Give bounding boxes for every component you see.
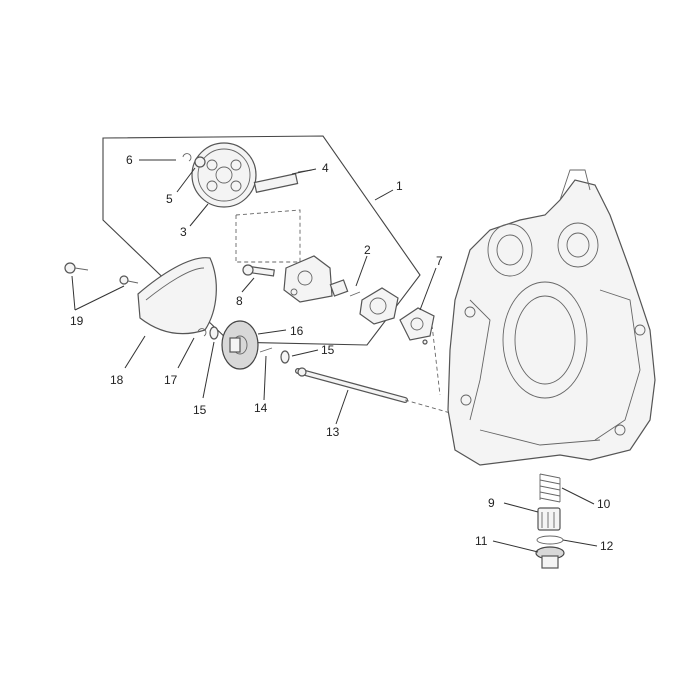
pump-pin: [349, 291, 361, 297]
callout-15-upper: 15: [321, 343, 335, 357]
leader-line: [71, 275, 76, 311]
o-ring: [536, 535, 564, 545]
crankcase-half: [447, 169, 656, 466]
callout-2: 2: [364, 243, 371, 257]
callout-8: 8: [236, 294, 243, 308]
washer: [194, 156, 206, 168]
callout-13: 13: [326, 425, 340, 439]
leader-line: [202, 341, 215, 399]
callout-12: 12: [600, 539, 614, 553]
leader-line: [241, 277, 255, 293]
gasket-plate: [399, 307, 435, 345]
callout-4: 4: [322, 161, 329, 175]
pump-rotor: [329, 279, 349, 297]
callout-19: 19: [70, 314, 84, 328]
main-shaft: [295, 367, 408, 403]
pump-cover: [359, 287, 399, 325]
drive-gear: [221, 320, 259, 370]
leader-line: [561, 487, 595, 505]
callout-3: 3: [180, 225, 187, 239]
drain-plug: [535, 546, 565, 569]
callout-11: 11: [475, 534, 488, 548]
alignment-line: [235, 209, 301, 263]
alignment-line: [404, 399, 469, 419]
callout-7: 7: [436, 254, 443, 268]
pump-shaft: [253, 169, 313, 193]
callout-6: 6: [126, 153, 133, 167]
callout-10: 10: [597, 497, 611, 511]
circlip: [197, 328, 207, 337]
callout-14: 14: [254, 401, 268, 415]
washer: [209, 326, 219, 340]
leader-line: [335, 389, 349, 425]
leader-line: [74, 285, 125, 311]
washer: [280, 350, 290, 364]
callout-18: 18: [110, 373, 124, 387]
callout-17: 17: [164, 373, 178, 387]
side-cover: [137, 257, 217, 335]
leader-line: [503, 502, 539, 513]
screw: [64, 262, 89, 274]
callout-15-lower: 15: [193, 403, 207, 417]
callout-9: 9: [488, 496, 495, 510]
oil-filter: [537, 507, 561, 531]
leader-line: [257, 329, 287, 335]
leader-line: [177, 337, 195, 369]
callout-5: 5: [166, 192, 173, 206]
oil-pump-body: [283, 255, 333, 303]
bolt: [242, 264, 275, 277]
screw: [119, 275, 139, 285]
leader-line: [176, 167, 196, 193]
sprocket-large: [191, 142, 257, 208]
callout-16: 16: [290, 324, 304, 338]
leader-line: [291, 349, 319, 357]
leader-line: [419, 267, 437, 311]
leader-line: [562, 539, 598, 547]
leader-line: [124, 335, 146, 369]
leader-line: [492, 540, 539, 553]
leader-line: [189, 203, 209, 227]
oil-pump-assembly-frame: [102, 135, 421, 346]
alignment-line: [431, 324, 441, 396]
pin: [259, 347, 273, 353]
leader-line: [355, 255, 368, 287]
callout-1: 1: [396, 179, 403, 193]
circlip: [182, 153, 192, 162]
leader-line: [291, 168, 317, 175]
leader-line: [263, 355, 267, 401]
leader-line: [374, 189, 394, 201]
spring: [539, 473, 561, 503]
